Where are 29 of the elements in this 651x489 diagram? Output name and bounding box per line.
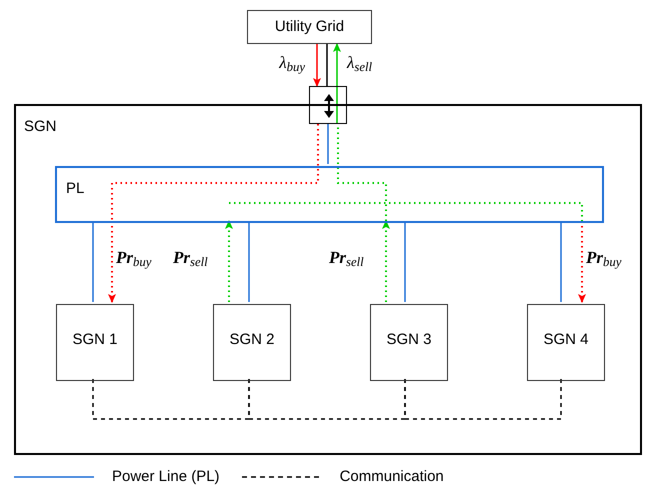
utility-grid-box [247,10,372,44]
connector-line [327,124,329,164]
network-container [14,104,642,455]
node-label: SGN [24,117,57,137]
arrow [382,220,390,302]
converter-box [309,86,347,124]
node-box [527,304,605,381]
legend-label: Communication [340,467,444,487]
legend-label: Power Line (PL) [112,467,220,487]
node-label: SGN 4 [542,330,590,350]
connector-line [326,44,328,86]
node-label: Utility Grid [274,16,346,37]
node-box [213,304,291,381]
communication-line [248,379,406,420]
node-label: PL [66,179,84,199]
connector-line [404,221,406,302]
connector-line [248,221,250,302]
arrow [333,43,341,124]
arrow [313,44,321,87]
node-label: SGN 2 [228,330,276,350]
node-label: SGN 1 [71,330,118,350]
connector-line [560,221,562,302]
communication-line [92,379,250,420]
connector-line [92,221,94,302]
communication-line [404,379,562,420]
node-box [370,304,448,381]
arrow [225,220,233,302]
node-box [56,304,134,381]
node-label: SGN 3 [385,330,432,350]
